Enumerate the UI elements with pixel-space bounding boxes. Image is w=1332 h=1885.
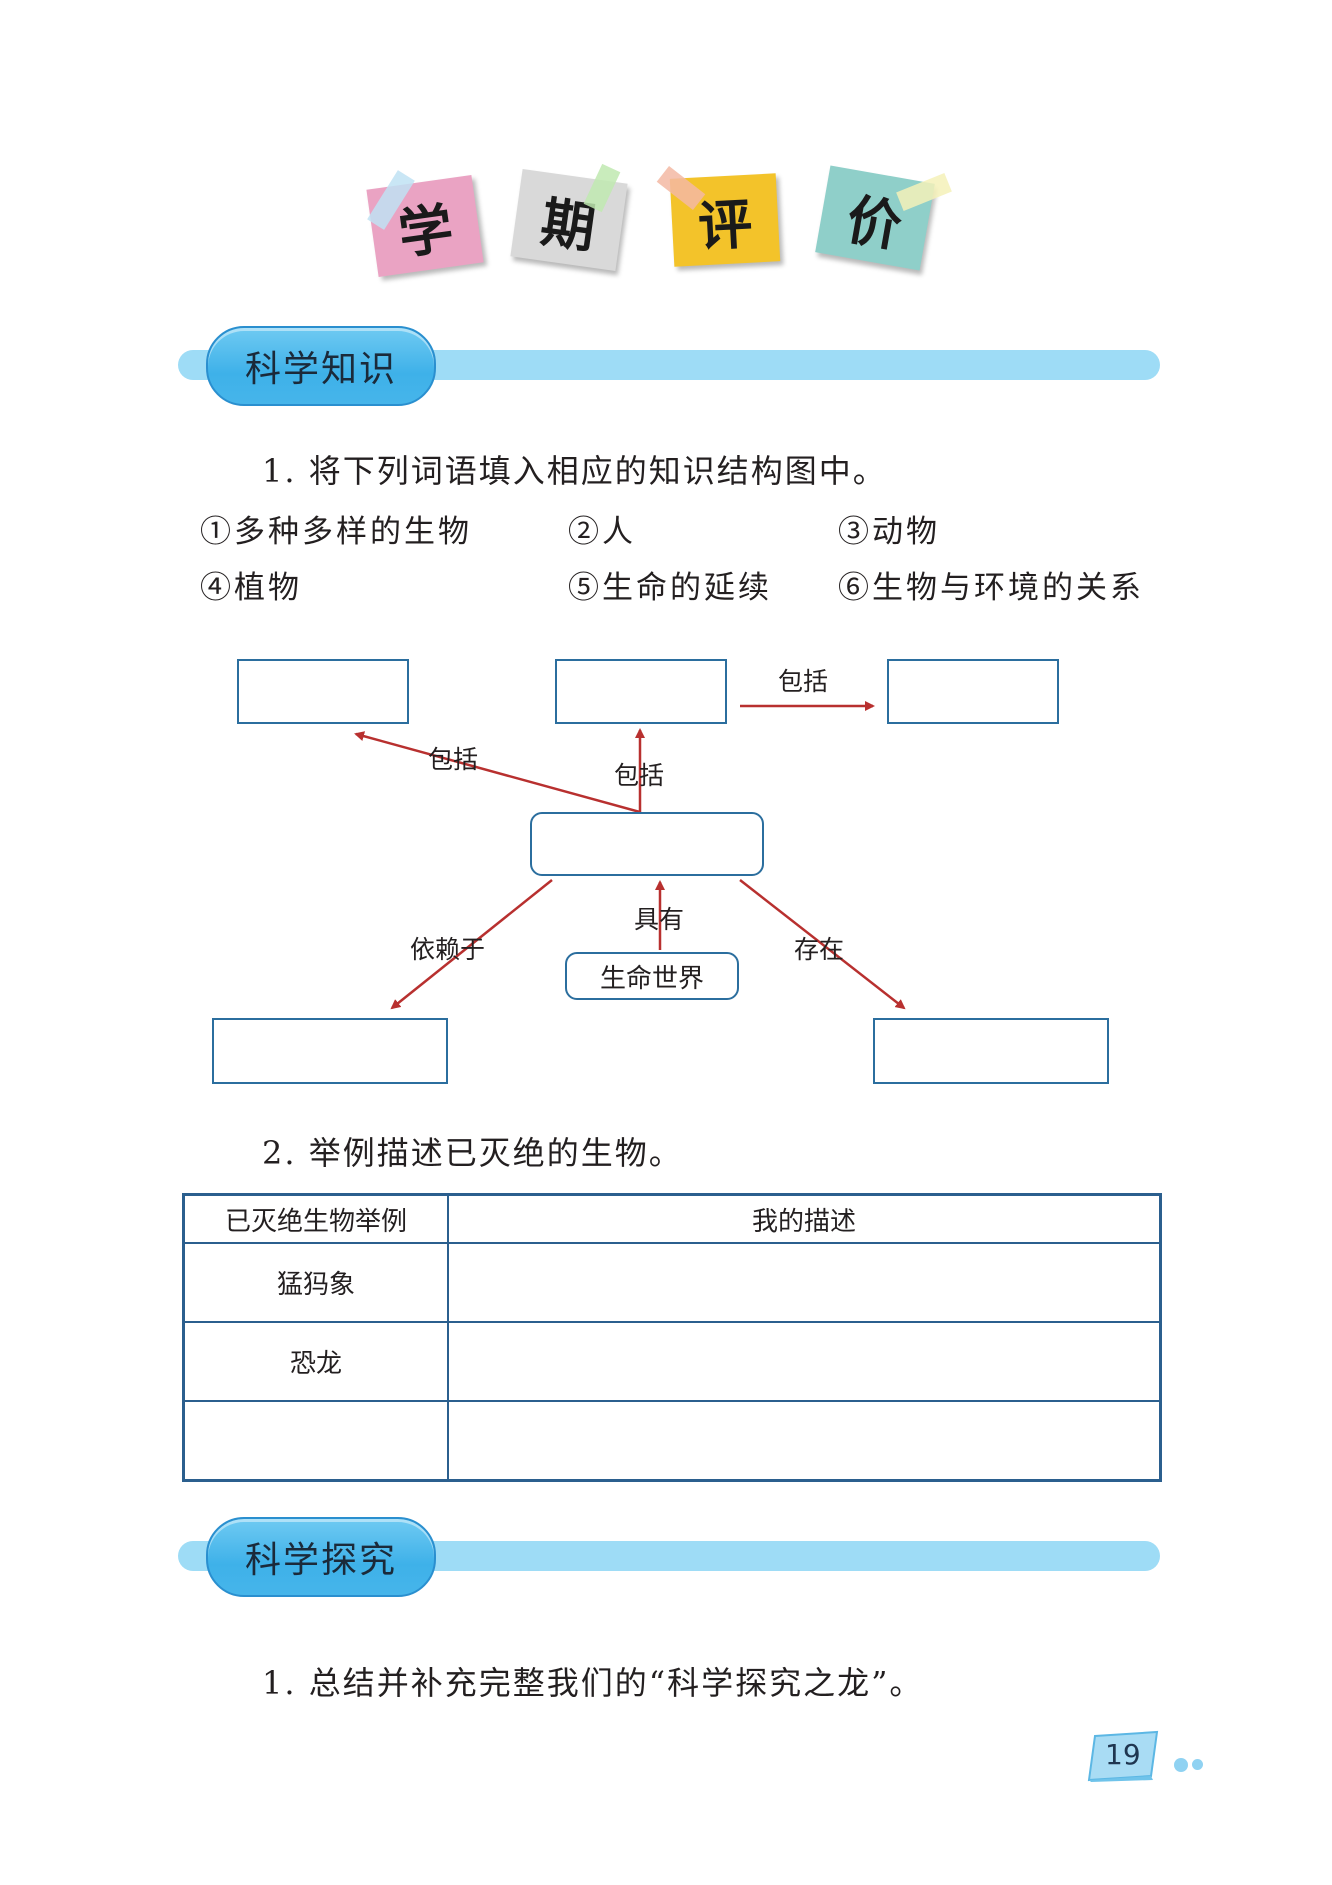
blank-box-top-right[interactable]	[887, 659, 1059, 724]
label-include-right: 包括	[778, 667, 829, 696]
blank-box-center[interactable]	[530, 812, 764, 876]
option-6: ⑥生物与环境的关系	[838, 570, 1144, 606]
option-4: ④植物	[200, 570, 302, 606]
question-1-prompt: 1. 将下列词语填入相应的知识结构图中。	[262, 452, 887, 490]
section-knowledge-title: 科学知识	[206, 326, 436, 406]
arrow-depends	[390, 879, 553, 1010]
page-dot-2	[1192, 1759, 1203, 1770]
arrow-exists	[739, 879, 906, 1010]
label-include-left: 包括	[428, 745, 479, 774]
label-depends: 依赖于	[410, 935, 486, 964]
label-has: 具有	[634, 905, 685, 934]
option-3: ③动物	[838, 514, 940, 550]
page-dot-1	[1174, 1758, 1188, 1772]
table-cell-example: 猛犸象	[182, 1242, 449, 1323]
blank-box-top-middle[interactable]	[555, 659, 727, 724]
label-exists: 存在	[794, 935, 845, 964]
section-inquiry-title: 科学探究	[206, 1517, 436, 1597]
table-cell-description[interactable]	[447, 1400, 1162, 1482]
arrow-include-left	[354, 731, 641, 814]
table-header-description: 我的描述	[447, 1193, 1162, 1244]
extinct-species-table: 已灭绝生物举例 我的描述 猛犸象 恐龙	[182, 1193, 1162, 1482]
option-1: ①多种多样的生物	[200, 514, 472, 550]
table-cell-description[interactable]	[447, 1242, 1162, 1323]
table-header-row: 已灭绝生物举例 我的描述	[182, 1193, 1162, 1244]
blank-box-bottom-right[interactable]	[873, 1018, 1109, 1084]
blank-box-bottom-left[interactable]	[212, 1018, 448, 1084]
section-knowledge-title-text: 科学知识	[244, 349, 397, 390]
blank-box-top-left[interactable]	[237, 659, 409, 724]
section-inquiry-title-text: 科学探究	[244, 1540, 397, 1581]
life-world-box: 生命世界	[565, 952, 739, 1000]
inquiry-question-1-prompt: 1. 总结并补充完整我们的“科学探究之龙”。	[262, 1664, 924, 1702]
option-2: ②人	[568, 514, 636, 550]
table-cell-example: 恐龙	[182, 1321, 449, 1402]
table-row: 猛犸象	[182, 1242, 1162, 1323]
question-2-prompt: 2. 举例描述已灭绝的生物。	[262, 1134, 683, 1172]
table-row: 恐龙	[182, 1321, 1162, 1402]
page-tag-shape	[1087, 1730, 1159, 1782]
life-world-label: 生命世界	[599, 963, 704, 994]
table-cell-description[interactable]	[447, 1321, 1162, 1402]
table-header-example: 已灭绝生物举例	[182, 1193, 449, 1244]
page-number-tag: 19	[1085, 1730, 1163, 1782]
label-include-mid: 包括	[614, 761, 665, 790]
option-5: ⑤生命的延续	[568, 570, 772, 606]
table-cell-example[interactable]	[182, 1400, 449, 1482]
table-row	[182, 1400, 1162, 1482]
page-number: 19	[1105, 1738, 1141, 1771]
knowledge-diagram-arrows	[354, 701, 906, 1010]
